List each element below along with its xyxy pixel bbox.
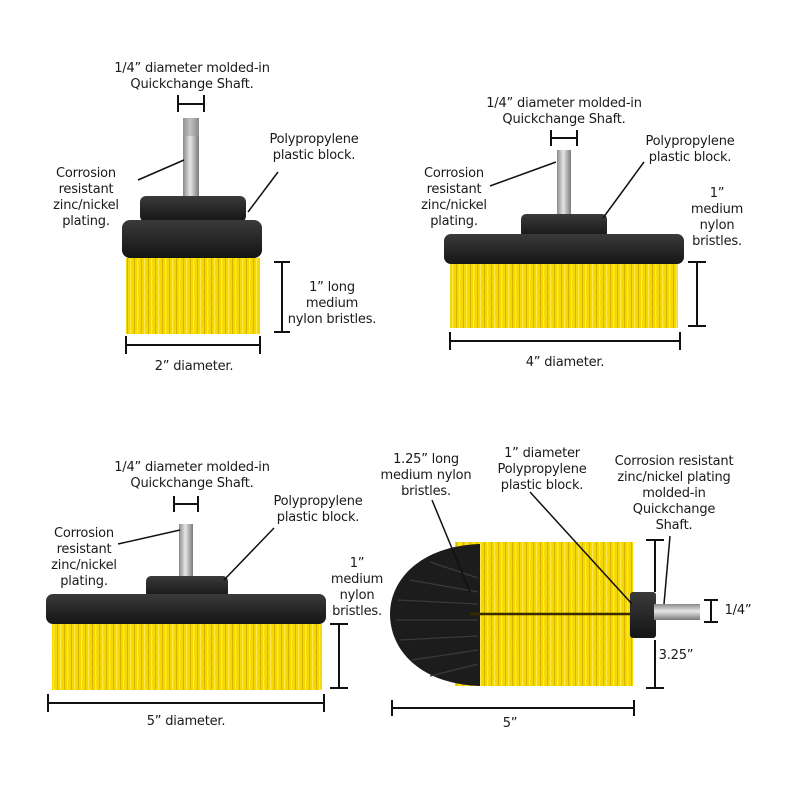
brush-5in-plating-leader [117, 529, 181, 545]
brush-drum-shaft [654, 604, 700, 620]
brush-drum-height-label: 3.25” [658, 648, 694, 663]
brush-5in-bristles [52, 624, 322, 690]
brush-5in-shaft [179, 524, 193, 580]
brush-5in-bristles-label: 1” medium nylon bristles. [330, 556, 384, 619]
brush-5in-plating-label: Corrosion resistant zinc/nickel plating. [51, 526, 117, 589]
brush-4in-shaft-label: 1/4” diameter molded-in Quickchange Shaf… [486, 96, 642, 127]
brush-2in-bristles [126, 258, 260, 334]
brush-drum-plating-label: Corrosion resistant zinc/nickel plating … [614, 454, 734, 533]
brush-drum [390, 491, 718, 716]
brush-drum-block-label: 1” diameter Polypropylene plastic block. [497, 446, 587, 493]
brush-4in-bristles [450, 264, 678, 328]
brush-drum-bristles-label: 1.25” long medium nylon bristles. [380, 452, 472, 499]
brush-4in-block [444, 234, 684, 264]
brush-2in-block-label: Polypropylene plastic block. [269, 132, 359, 163]
brush-2in-block-top [140, 196, 246, 222]
brush-drum-block-leader [529, 491, 633, 605]
brush-4in-diameter-label: 4” diameter. [525, 355, 605, 370]
brush-drum-length-label: 5” [502, 716, 518, 731]
brush-2in-block-leader [247, 171, 279, 213]
brush-4in-shaft [557, 150, 571, 218]
brush-2in-shaft-label: 1/4” diameter molded-in Quickchange Shaf… [114, 61, 270, 92]
brush-2in-plating-leader [137, 159, 185, 181]
brush-4in-bristles-label: 1” medium nylon bristles. [690, 186, 744, 249]
brush-4in-block-label: Polypropylene plastic block. [645, 134, 735, 165]
brush-drum-shaft-size-label: 1/4” [724, 603, 752, 618]
brush-drum-block [630, 592, 656, 638]
brush-2in-diameter-label: 2” diameter. [154, 359, 234, 374]
brush-5in [46, 496, 348, 712]
brush-5in-diameter-label: 5” diameter. [146, 714, 226, 729]
brush-2in-shaft [183, 118, 199, 198]
brush-5in-block-leader [223, 527, 275, 581]
brush-drum-tip [390, 544, 480, 686]
brush-5in-block [46, 594, 326, 624]
brush-4in-plating-leader [489, 161, 557, 187]
brush-drum-plating-leader [663, 535, 671, 605]
brush-2in-plating-label: Corrosion resistant zinc/nickel plating. [53, 166, 119, 229]
brush-drum-bristles-leader [431, 499, 471, 593]
brush-2in-block [122, 220, 262, 258]
brush-2in [122, 95, 290, 354]
brush-4in-block-leader [602, 161, 645, 219]
brush-4in-plating-label: Corrosion resistant zinc/nickel plating. [421, 166, 487, 229]
brush-5in-block-top [146, 576, 228, 598]
brush-4in [444, 130, 706, 350]
brush-2in-bristles-label: 1” long medium nylon bristles. [287, 280, 377, 327]
brush-4in-block-top [521, 214, 607, 238]
brush-5in-shaft-label: 1/4” diameter molded-in Quickchange Shaf… [114, 460, 270, 491]
brush-5in-block-label: Polypropylene plastic block. [273, 494, 363, 525]
